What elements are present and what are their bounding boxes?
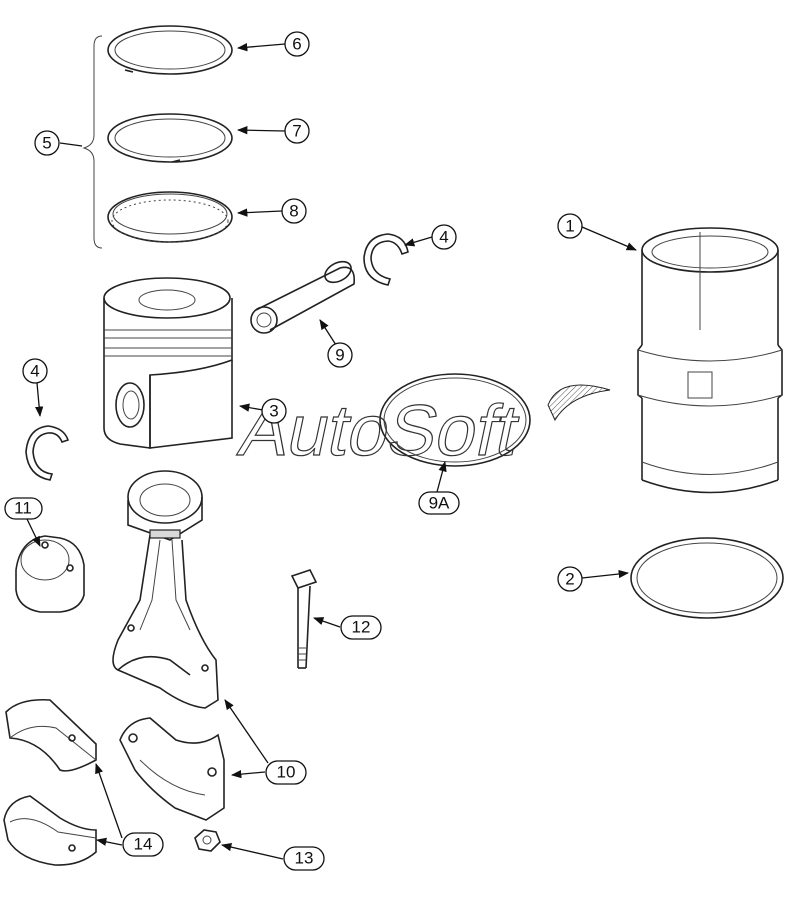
callout-2: 2 — [557, 566, 583, 592]
svg-text:13: 13 — [295, 849, 314, 868]
svg-text:7: 7 — [292, 122, 301, 141]
svg-text:14: 14 — [134, 835, 153, 854]
leader-3 — [238, 403, 264, 412]
leader-12 — [313, 617, 341, 628]
svg-text:6: 6 — [292, 35, 301, 54]
leader-9 — [319, 319, 337, 346]
svg-text:10: 10 — [277, 763, 296, 782]
svg-text:9: 9 — [335, 346, 344, 365]
piston-ring-top — [107, 25, 233, 75]
leader-4-left — [35, 382, 44, 418]
snap-ring-right — [363, 233, 409, 286]
callout-10: 10 — [265, 760, 307, 785]
leader-14b — [95, 837, 123, 846]
leader-10b — [230, 770, 266, 779]
callout-5: 5 — [34, 130, 60, 156]
callout-8: 8 — [281, 198, 307, 224]
connecting-rod-nut — [194, 829, 221, 852]
svg-text:3: 3 — [269, 402, 278, 421]
svg-text:11: 11 — [14, 499, 32, 518]
callout-9: 9 — [327, 342, 353, 368]
svg-text:9A: 9A — [429, 494, 450, 513]
leader-1 — [581, 226, 637, 251]
leader-8 — [236, 208, 283, 217]
piston-ring-middle — [107, 113, 233, 163]
liner-seal-ring — [630, 537, 784, 619]
leader-6 — [236, 43, 286, 52]
callout-13: 13 — [283, 846, 325, 871]
svg-text:4: 4 — [439, 228, 448, 247]
connecting-rod-bushing — [15, 535, 85, 613]
leader-10a — [224, 699, 269, 764]
connecting-rod — [112, 470, 219, 709]
piston-ring-oil — [107, 191, 233, 243]
svg-text:5: 5 — [42, 134, 51, 153]
callout-3: 3 — [261, 398, 287, 424]
callout-4-right: 4 — [431, 224, 457, 250]
connecting-rod-bolt — [290, 569, 318, 669]
cylinder-liner — [637, 227, 783, 494]
o-ring-9a — [379, 373, 531, 467]
leader-5 — [59, 142, 83, 147]
leader-4-right — [404, 236, 433, 247]
callout-9a: 9A — [418, 491, 460, 515]
callout-12: 12 — [340, 615, 382, 640]
piston — [103, 277, 233, 449]
callout-6: 6 — [284, 31, 310, 57]
svg-text:4: 4 — [30, 362, 39, 381]
svg-text:1: 1 — [565, 217, 574, 236]
leader-11 — [26, 518, 41, 547]
snap-ring-left — [25, 425, 70, 481]
svg-text:2: 2 — [565, 570, 574, 589]
piston-pin — [250, 260, 356, 334]
leader-7 — [236, 126, 286, 135]
leader-13 — [220, 843, 284, 860]
connecting-rod-cap — [119, 717, 225, 821]
leader-9a — [436, 460, 447, 493]
callout-7: 7 — [284, 118, 310, 144]
callout-11: 11 — [4, 497, 43, 520]
bearing-shell-lower — [3, 795, 97, 866]
svg-text:8: 8 — [289, 202, 298, 221]
callout-14: 14 — [122, 832, 164, 857]
callout-4-left: 4 — [22, 358, 48, 384]
leader-14a — [95, 763, 123, 839]
svg-text:12: 12 — [352, 618, 371, 637]
ring-set-bracket — [82, 35, 103, 249]
bearing-shell-upper — [5, 698, 97, 772]
callout-1: 1 — [557, 213, 583, 239]
assembly-curve-arrow — [547, 384, 611, 422]
leader-2 — [581, 569, 630, 579]
